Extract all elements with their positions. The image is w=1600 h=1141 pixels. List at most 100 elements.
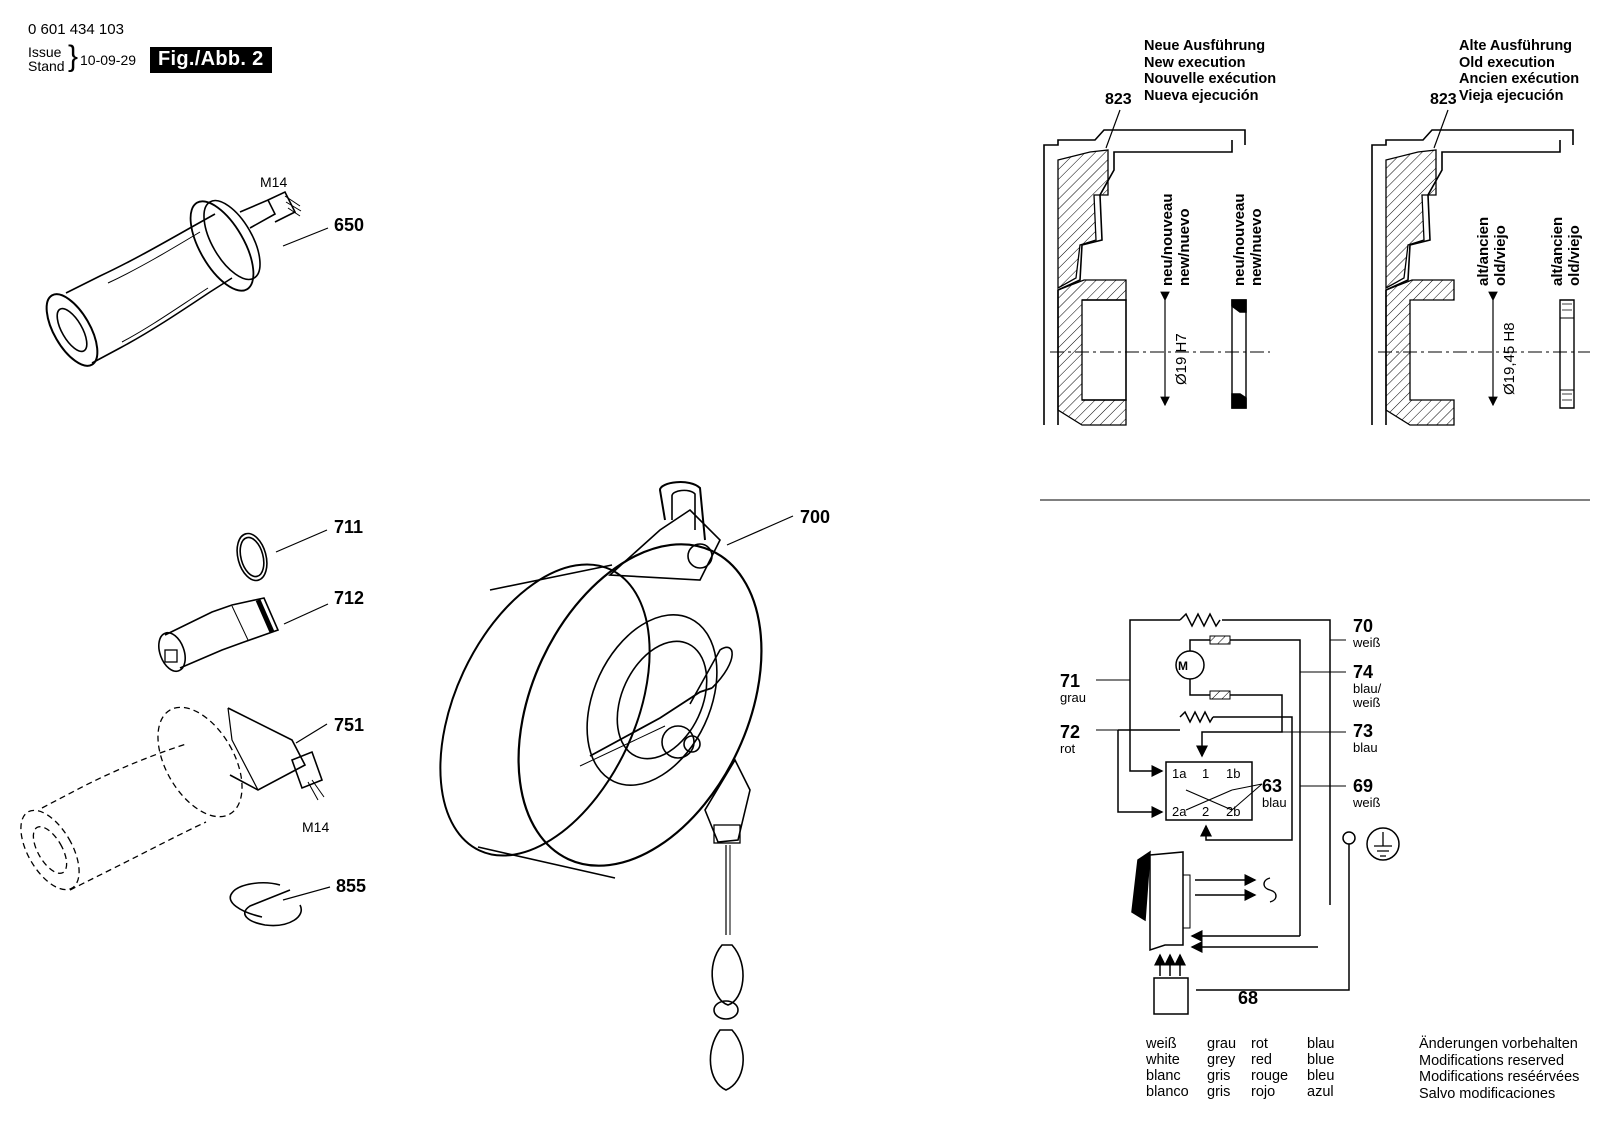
wire-73: 73 (1353, 721, 1373, 741)
legend-grey-en: grey (1207, 1052, 1236, 1068)
terminal-2a: 2a (1172, 804, 1187, 819)
ref-823-old: 823 (1430, 91, 1457, 108)
modifications-note: Änderungen vorbehalten Modifications res… (1419, 1036, 1579, 1102)
wire-72: 72 (1060, 722, 1080, 742)
modifications-en: Modifications reserved (1419, 1052, 1565, 1069)
terminal-circle (1342, 831, 1356, 845)
modifications-es: Salvo modificaciones (1419, 1085, 1556, 1102)
old-execution-line-en: Old execution (1459, 54, 1555, 71)
connector-68 (1153, 977, 1189, 1015)
label-old-a1: alt/ancien (1475, 217, 1492, 286)
legend-red-en: red (1251, 1052, 1272, 1068)
wire-69-color: weiß (1352, 795, 1381, 810)
spring-balancer-700 (439, 481, 794, 1091)
old-execution-line-de: Alte Ausführung (1459, 38, 1573, 54)
legend-red-de: rot (1251, 1036, 1268, 1052)
legend-white-es: blanco (1146, 1084, 1189, 1100)
new-execution-line-de: Neue Ausführung (1144, 38, 1266, 54)
old-execution-heading: Alte Ausführung Old execution Ancien exé… (1459, 38, 1579, 104)
wire-74: 74 (1353, 662, 1373, 682)
thread-label-top: M14 (260, 174, 287, 190)
wire-71-color: grau (1060, 690, 1086, 705)
label-new-a2: new/nuevo (1176, 208, 1193, 286)
dim-old: Ø19,45 H8 (1501, 322, 1518, 395)
motor-label: M (1178, 659, 1188, 673)
legend-blue-es: azul (1307, 1084, 1334, 1100)
wire-63: 63 (1262, 776, 1282, 796)
brace-glyph: } (68, 40, 79, 73)
old-execution-line-es: Vieja ejecución (1459, 87, 1564, 104)
ref-823-new: 823 (1105, 91, 1132, 108)
seal-detail-old (1371, 109, 1590, 426)
o-ring-711 (236, 529, 328, 582)
new-execution-line-en: New execution (1144, 54, 1246, 71)
wire-73-color: blau (1353, 740, 1378, 755)
label-old-b2: old/viejo (1566, 225, 1583, 286)
earth-symbol (1366, 827, 1400, 861)
legend-col-grey: grau grey gris gris (1207, 1036, 1236, 1100)
legend-white-de: weiß (1146, 1036, 1177, 1052)
label-old-a2: old/viejo (1492, 225, 1509, 286)
seal-detail-new (1043, 109, 1270, 426)
terminal-1b: 1b (1226, 766, 1240, 781)
label-new-b2: new/nuevo (1248, 208, 1265, 286)
wire-70: 70 (1353, 616, 1373, 636)
label-old-b1: alt/ancien (1549, 217, 1566, 286)
wire-74-color2: weiß (1352, 695, 1381, 710)
part-number: 0 601 434 103 (28, 21, 124, 38)
wire-71: 71 (1060, 671, 1080, 691)
terminal-2b: 2b (1226, 804, 1240, 819)
figure-label: Fig./Abb. 2 (150, 47, 272, 73)
terminal-1a: 1a (1172, 766, 1187, 781)
old-execution-line-fr: Ancien exécution (1459, 71, 1580, 87)
legend-grey-fr: gris (1207, 1068, 1231, 1084)
callout-751: 751 (334, 715, 364, 735)
callout-855: 855 (336, 876, 366, 896)
callout-712: 712 (334, 588, 364, 608)
modifications-fr: Modifications reséérvées (1419, 1069, 1580, 1085)
switch-trigger (1131, 850, 1151, 922)
issue-stand-label: Issue Stand (28, 45, 65, 73)
legend-white-en: white (1146, 1052, 1180, 1068)
terminal-2: 2 (1202, 804, 1209, 819)
switch-terminal-block (1165, 761, 1253, 821)
wire-63-color: blau (1262, 795, 1287, 810)
legend-red-fr: rouge (1251, 1068, 1289, 1084)
legend-blue-en: blue (1307, 1052, 1335, 1068)
legend-red-es: rojo (1251, 1084, 1276, 1100)
wire-74-color: blau/ (1353, 681, 1382, 696)
legend-blue-fr: bleu (1307, 1068, 1335, 1084)
legend-blue-de: blau (1307, 1036, 1335, 1052)
label-new-b1: neu/nouveau (1231, 193, 1248, 286)
dim-new: Ø19 H7 (1173, 333, 1190, 385)
legend-col-blue: blau blue bleu azul (1307, 1036, 1334, 1100)
wire-72-color: rot (1060, 741, 1076, 756)
angle-handle-751 (20, 706, 328, 891)
new-execution-line-es: Nueva ejecución (1144, 87, 1259, 104)
side-handle-650 (45, 190, 329, 367)
legend-col-white: weiß white blanc blanco (1146, 1036, 1189, 1100)
callout-711: 711 (334, 517, 363, 537)
issue-date: 10-09-29 (80, 52, 137, 68)
new-execution-heading: Neue Ausführung New execution Nouvelle e… (1144, 38, 1276, 104)
stand-label: Stand (28, 58, 65, 74)
callout-700: 700 (800, 507, 830, 527)
legend-col-red: rot red rouge rojo (1251, 1036, 1288, 1100)
issue-label: Issue (28, 44, 62, 60)
wire-69: 69 (1353, 776, 1373, 796)
speed-switch (1149, 851, 1184, 952)
wire-68: 68 (1238, 988, 1258, 1008)
label-new-a1: neu/nouveau (1159, 193, 1176, 286)
wiring-diagram (1096, 612, 1400, 1015)
legend-grey-de: grau (1207, 1036, 1237, 1052)
legend-white-fr: blanc (1146, 1068, 1181, 1084)
new-execution-line-fr: Nouvelle exécution (1144, 71, 1277, 87)
adapter-712 (158, 597, 329, 673)
modifications-de: Änderungen vorbehalten (1419, 1036, 1578, 1052)
terminal-1: 1 (1202, 766, 1209, 781)
wire-70-color: weiß (1352, 635, 1381, 650)
thread-label-bottom: M14 (302, 819, 329, 835)
callout-650: 650 (334, 215, 364, 235)
retaining-clip-855 (229, 882, 331, 927)
